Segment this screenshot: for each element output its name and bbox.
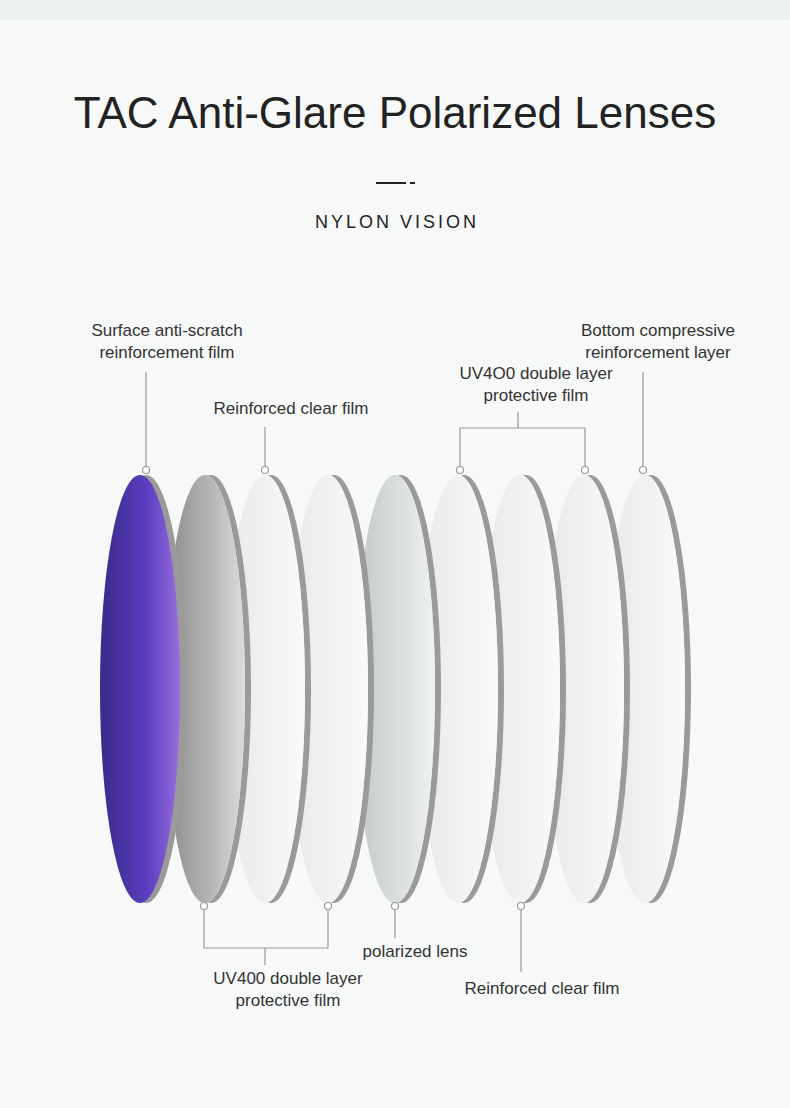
brand-subtitle: NYLON VISION xyxy=(315,212,479,233)
layer-label: Bottom compressive reinforcement layer xyxy=(568,320,748,364)
top-band xyxy=(0,0,790,20)
layer-label: UV400 double layer protective film xyxy=(198,968,378,1012)
page-title: TAC Anti-Glare Polarized Lenses xyxy=(74,88,716,138)
layer-label: Reinforced clear film xyxy=(191,398,391,420)
layer-label: Surface anti-scratch reinforcement film xyxy=(77,320,257,364)
layer-label: polarized lens xyxy=(340,941,490,963)
lens-disc xyxy=(100,475,180,903)
layer-label: UV4O0 double layer protective film xyxy=(446,363,626,407)
layer-label: Reinforced clear film xyxy=(442,978,642,1000)
